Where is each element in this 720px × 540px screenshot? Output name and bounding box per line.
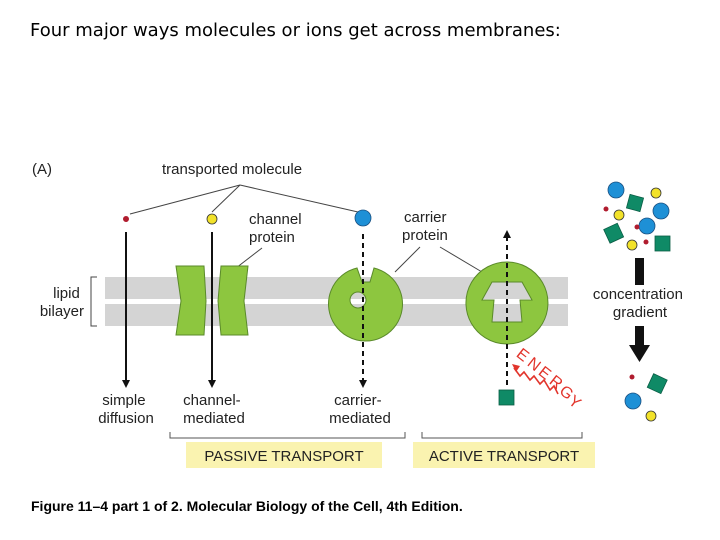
active-transport-bracket [421,432,583,439]
simple-diffusion-label: simple diffusion [98,392,154,427]
passive-transport-label: PASSIVE TRANSPORT [204,448,363,465]
slide-title: Four major ways molecules or ions get ac… [30,20,561,41]
gradient-bar [635,258,644,285]
small-molecule-red [123,216,129,222]
lipid-bilayer-label: lipid bilayer [40,285,84,320]
gradient-arrow [629,326,650,362]
carrier-mediated-label: carrier- mediated [329,392,391,427]
energy-squiggle-arrowhead [512,364,520,372]
active-transport-label: ACTIVE TRANSPORT [429,448,579,465]
carrier-protein-passive [328,267,403,342]
small-molecule-yellow [206,213,218,225]
channel-protein-label: channel protein [249,211,306,246]
energy-squiggle [513,367,559,395]
panel-label: (A) [32,161,52,178]
carrier-protein-label: carrier protein [402,209,451,244]
channel-protein-right-half [217,265,249,336]
active-transport-highlight [413,442,595,468]
small-molecule-green-square [498,389,515,406]
concentration-gradient-label: concentration gradient [593,286,687,321]
channel-mediated-label: channel- mediated [183,392,245,427]
passive-transport-bracket [169,432,406,439]
figure-caption: Figure 11–4 part 1 of 2. Molecular Biolo… [31,498,463,514]
passive-transport-highlight [186,442,382,468]
transported-molecule-label: transported molecule [162,161,302,178]
energy-label: E N E R G Y [513,345,584,412]
transported-molecule-leaders [129,184,359,215]
carrier-protein-leaders [394,246,483,273]
high-concentration-molecules [603,181,671,252]
channel-protein-leader [235,247,263,269]
small-molecule-blue [354,209,372,227]
lipid-bilayer-bracket [90,276,97,327]
carrier-protein-active [465,261,549,345]
channel-protein-left-half [175,265,207,336]
low-concentration-molecules [624,373,668,422]
